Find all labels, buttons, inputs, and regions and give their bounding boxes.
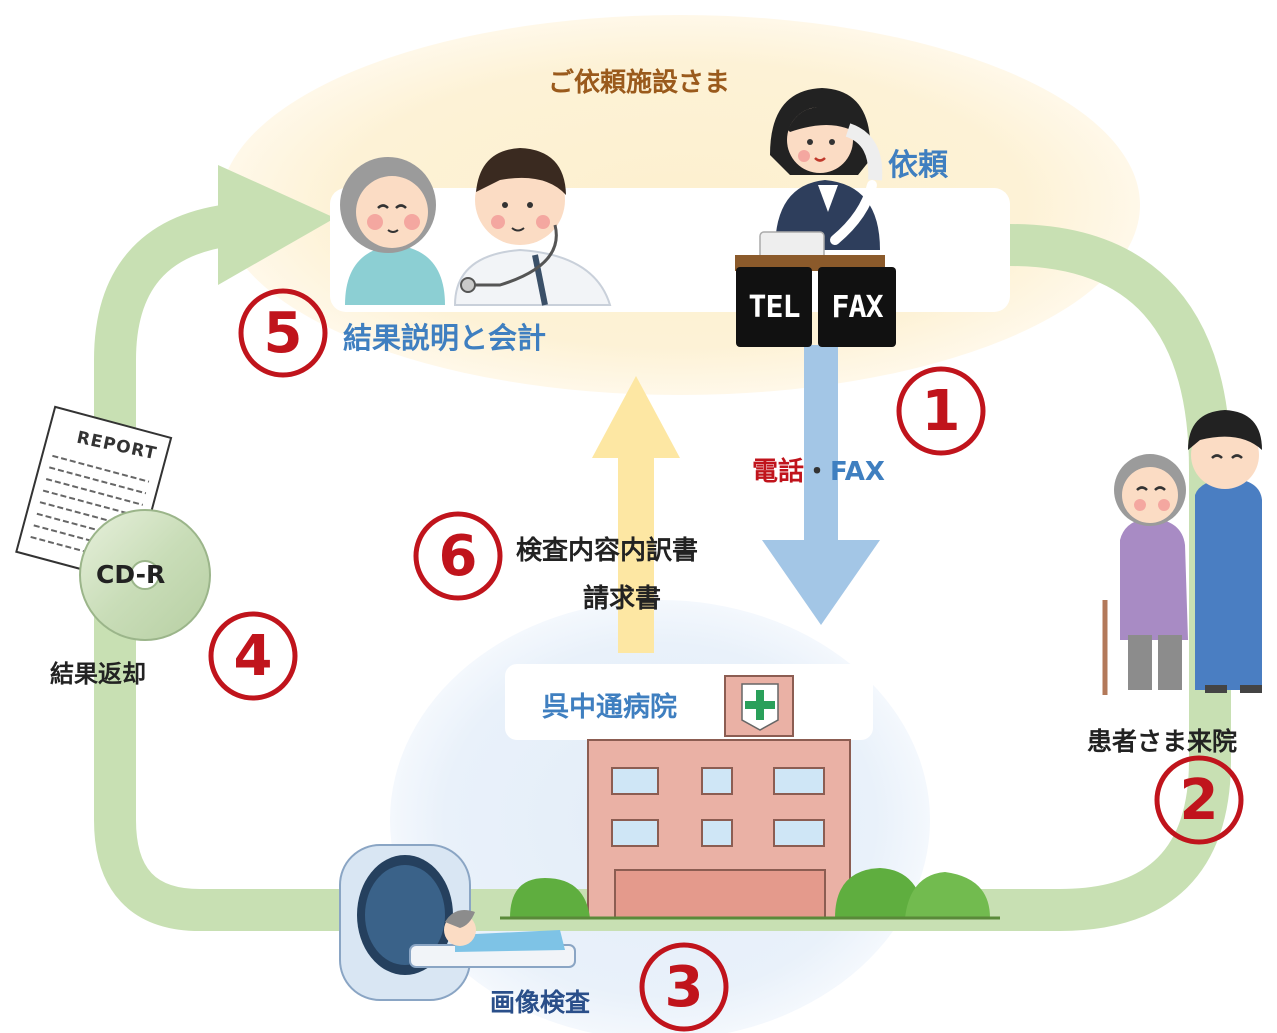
mri-scanner-illustration — [339, 844, 576, 1001]
documents-arrow-shaft — [618, 448, 654, 653]
step3-circle — [639, 942, 729, 1032]
step2-label: 患者さま来院 — [1087, 727, 1238, 756]
cycle-arrow — [94, 204, 1231, 931]
step6-line2: 請求書 — [583, 584, 662, 614]
cycle-arrow-head — [218, 165, 335, 285]
step6-circle — [413, 511, 503, 601]
step2-number: 2 — [1179, 767, 1219, 833]
step2-circle — [1154, 755, 1244, 845]
step6-number: 6 — [438, 523, 478, 589]
step3-number: 3 — [664, 954, 704, 1020]
step5-number: 5 — [263, 300, 303, 366]
step1-separator: ・ — [804, 457, 831, 487]
step5-circle — [238, 288, 328, 378]
hospital-illustration — [500, 664, 1000, 920]
step4-circle — [208, 611, 298, 701]
request-arrow-head — [762, 540, 880, 625]
step1-circle — [896, 366, 986, 456]
request-label: 依頼 — [888, 148, 948, 183]
hospital-name: 呉中通病院 — [542, 692, 677, 723]
report-cd-illustration — [15, 405, 211, 641]
step1-fax-label: FAX — [830, 457, 885, 487]
step1-label: 電話・FAX — [752, 451, 885, 488]
facility-title: ご依頼施設さま — [548, 68, 731, 98]
request-arrow-shaft — [804, 345, 838, 545]
documents-arrow-head — [592, 376, 680, 458]
fax-badge: FAX — [818, 267, 896, 347]
visiting-patients-illustration — [1102, 410, 1262, 695]
step3-label: 画像検査 — [490, 988, 591, 1017]
patient-doctor-illustration — [340, 148, 612, 306]
cd-label: CD-R — [96, 560, 166, 589]
step5-label: 結果説明と会計 — [343, 321, 547, 355]
step4-label: 結果返却 — [50, 660, 146, 688]
tel-badge: TEL — [736, 267, 812, 347]
step4-number: 4 — [233, 623, 273, 689]
step1-number: 1 — [921, 378, 961, 444]
step6-line1: 検査内容内訳書 — [516, 536, 699, 566]
step1-phone-label: 電話 — [752, 457, 805, 487]
